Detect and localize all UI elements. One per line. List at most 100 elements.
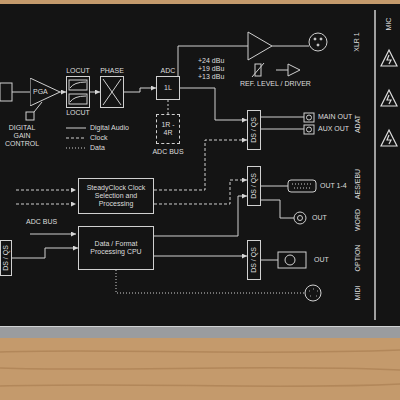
xlr-pin [314, 38, 316, 40]
legend-text: Data [90, 144, 105, 152]
clock-connector [154, 140, 247, 190]
wood-grain [0, 350, 400, 386]
signal-label: +24 dBu [198, 57, 224, 65]
signal-connector [12, 248, 78, 258]
signal-label: +19 dBu [198, 65, 224, 73]
driver-wire [178, 46, 248, 76]
box-text: PGA [33, 88, 48, 96]
box-text: DS / QS [250, 117, 258, 143]
output-wire [261, 260, 278, 261]
legend-text: Clock [90, 134, 108, 142]
box-text: 1R - 4R [159, 121, 177, 137]
connector-name: AES/EBU [354, 169, 362, 199]
phase-cross [103, 79, 121, 105]
black-panel [0, 4, 400, 328]
signal-label: ADC BUS [152, 148, 183, 156]
switch-box: DS / QS [0, 240, 12, 276]
filter-icon [69, 80, 87, 90]
signal-label: OUT [312, 214, 327, 222]
output-wire [261, 186, 288, 187]
xlr-pin [320, 38, 322, 40]
amplifier-triangle: PGA [30, 78, 60, 106]
warning-icons [381, 50, 397, 146]
converter-box: ADC1L [156, 76, 180, 100]
driver-amplifier [248, 32, 272, 60]
box-heading: PHASE [100, 67, 124, 75]
signal-connector [90, 92, 100, 93]
connector-name: WORD [354, 209, 362, 231]
midi-pins [309, 289, 318, 296]
output-wire [261, 200, 294, 218]
driver-amplifier [288, 64, 300, 76]
clock-connector [154, 180, 247, 204]
converter-box: 1R - 4R [156, 114, 180, 144]
optical-connector [278, 252, 306, 268]
adc-bus-wire [168, 100, 169, 114]
dsub-connector [288, 180, 316, 192]
signal-label: OUT [314, 256, 329, 264]
box-heading: LOCUT [66, 109, 90, 117]
jack-hole [307, 115, 312, 120]
clock-input-wire [16, 190, 76, 191]
signal-label: DIGITAL GAIN CONTROL [4, 124, 40, 148]
filter-box: LOCUTLOCUT [66, 76, 90, 108]
box-text: DS / QS [250, 247, 258, 273]
silver-edge [0, 326, 400, 338]
process-box: SteadyClock Clock Selection and Processi… [78, 178, 154, 214]
signal-label: OUT 1-4 [320, 182, 347, 190]
connector-name: MIDI [354, 286, 362, 301]
xlr-connector [309, 33, 327, 51]
connector-name: OPTION [354, 245, 362, 272]
connector-name: ADAT [354, 115, 362, 133]
filter-curve [70, 96, 86, 102]
driver-wire [276, 70, 288, 71]
jack-socket [304, 125, 314, 134]
output-wire [261, 129, 304, 130]
gain-control-icon [26, 112, 34, 120]
signal-connector [124, 88, 156, 92]
separator-line [374, 10, 376, 320]
legend-sample [66, 148, 86, 149]
signal-label: AUX OUT [318, 125, 349, 133]
midi-connector [305, 285, 321, 301]
filter-curve [70, 82, 86, 88]
process-box: Data / Format Processing CPU [78, 226, 154, 270]
signal-label: +13 dBu [198, 73, 224, 81]
box-text: Data / Format Processing CPU [81, 240, 151, 256]
switch-box: DS / QS [247, 166, 261, 206]
optical-port [285, 255, 295, 265]
box-text: 1L [164, 84, 172, 92]
switch-box: DS / QS [247, 110, 261, 150]
signal-label: ADC BUS [26, 218, 57, 226]
switch-box: DS / QS [247, 240, 261, 280]
xlr-pin [317, 44, 319, 46]
box-heading: ADC [161, 67, 176, 75]
input-wire [12, 92, 30, 93]
input-box [0, 83, 12, 101]
output-wire [261, 117, 304, 118]
phase-box: PHASE [100, 76, 124, 108]
legend-sample [66, 138, 86, 139]
jack-socket [304, 113, 314, 122]
signal-connector [154, 256, 247, 257]
bnc-connector [294, 212, 306, 224]
signal-label: MAIN OUT [318, 113, 352, 121]
box-text: SteadyClock Clock Selection and Processi… [81, 184, 151, 208]
signal-connector [154, 196, 247, 236]
bnc-pin [298, 216, 303, 221]
edge-highlight [0, 326, 400, 327]
jack-hole [307, 127, 312, 132]
signal-connector [180, 88, 247, 120]
triangle-outline-shape [30, 78, 60, 106]
box-text: DS / QS [2, 245, 10, 271]
ref-level-pot-arrow [252, 63, 264, 77]
midi-wire [116, 270, 304, 293]
filter-icon [69, 94, 87, 104]
dsub-pins [292, 184, 312, 188]
adc-bus-arrow [30, 234, 76, 235]
legend-sample [66, 128, 86, 129]
box-heading: LOCUT [66, 67, 90, 75]
connector-name: XLR 1 [353, 32, 361, 51]
signal-label: REF. LEVEL / DRIVER [240, 80, 311, 88]
